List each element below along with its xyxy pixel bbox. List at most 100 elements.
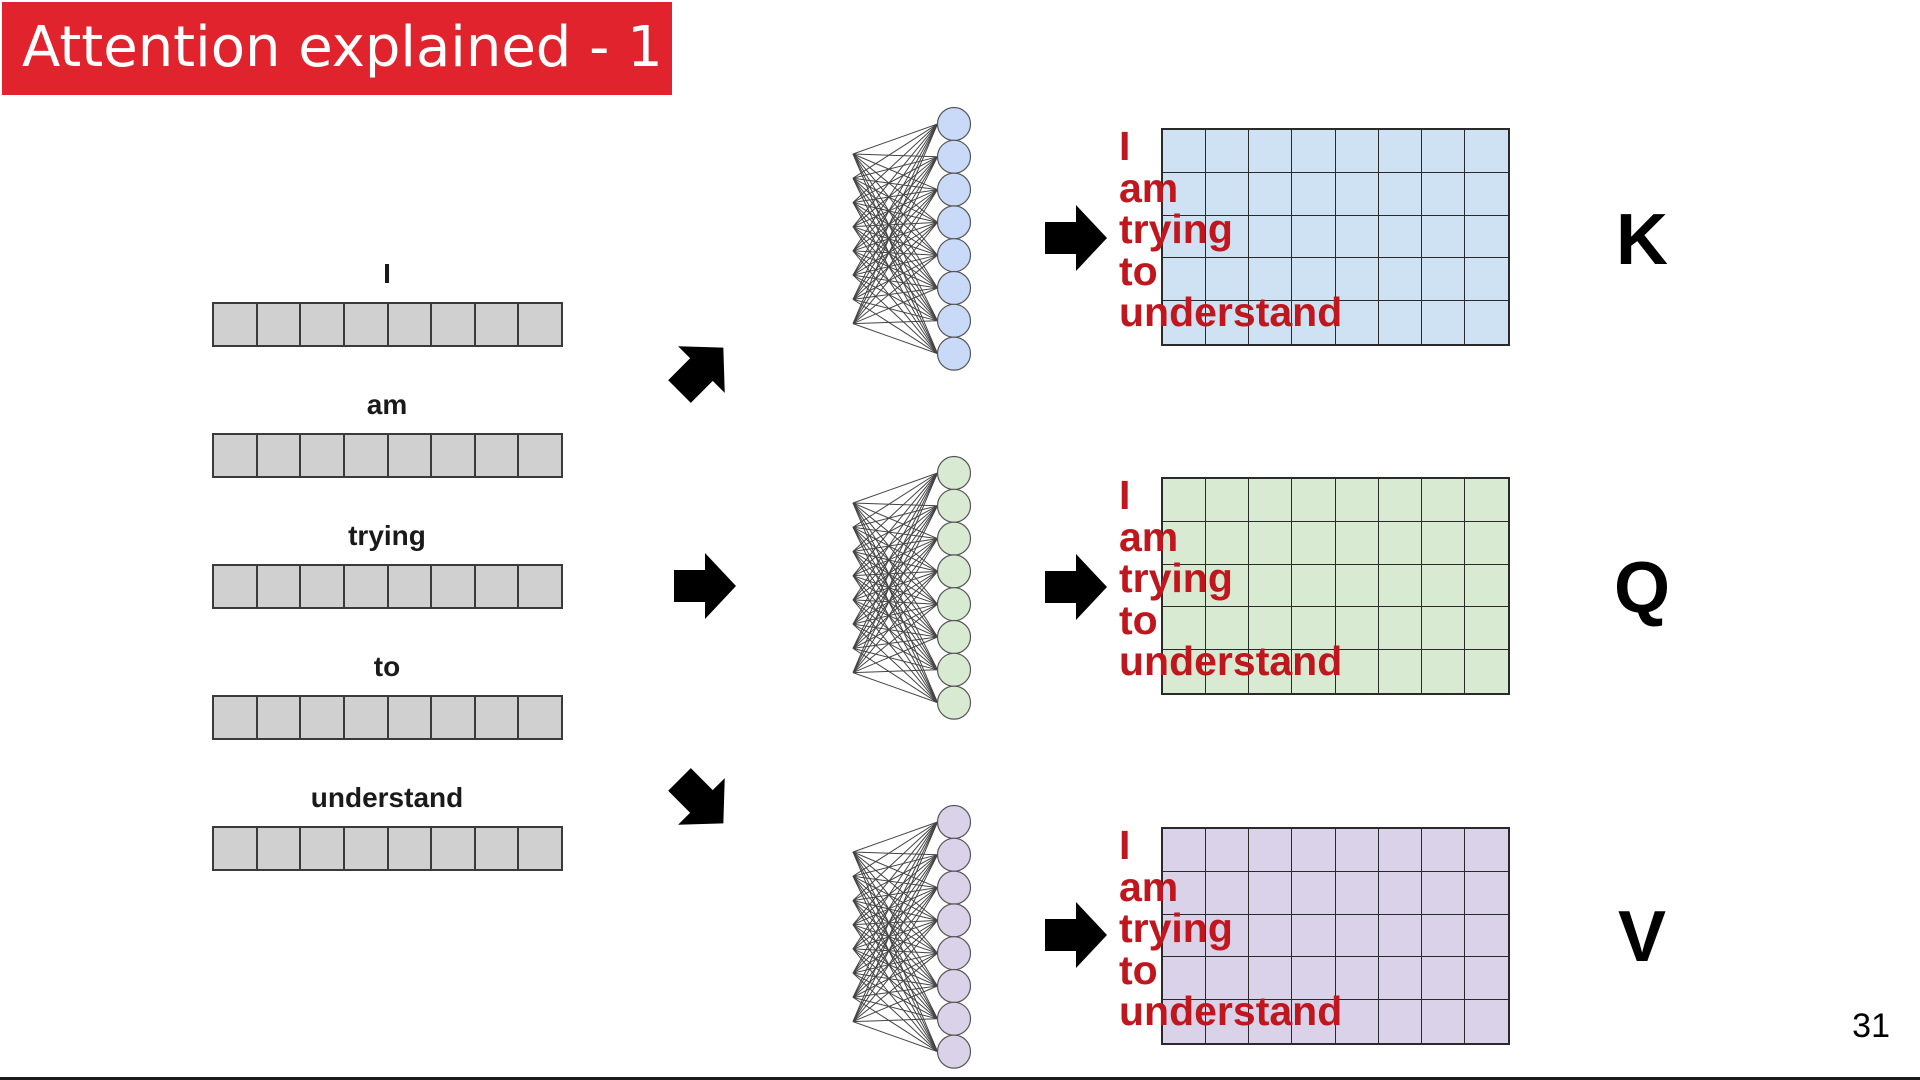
- network-node: [936, 619, 972, 655]
- vector-cell: [214, 435, 258, 476]
- matrix-cell: [1336, 650, 1379, 693]
- matrix-cell: [1249, 607, 1293, 651]
- matrix-cell: [1206, 650, 1250, 693]
- row-label: I: [1119, 123, 1131, 169]
- matrix-cell: [1292, 914, 1336, 958]
- matrix-cell: [1292, 871, 1336, 915]
- matrix-cell: [1465, 1000, 1508, 1043]
- bottom-divider: [0, 1077, 1920, 1080]
- vector-cell: [345, 304, 389, 345]
- matrix-cell: [1292, 650, 1336, 693]
- matrix-cell: [1206, 564, 1250, 608]
- matrix-cell: [1379, 301, 1422, 344]
- matrix-cell: [1335, 871, 1379, 915]
- matrix-cell: [1292, 172, 1336, 216]
- matrix-cell: [1336, 1000, 1379, 1043]
- vector-cell: [301, 304, 345, 345]
- vector-cell: [389, 566, 433, 607]
- matrix-q: [1161, 477, 1510, 695]
- arrow-right-icon: [674, 553, 736, 619]
- vector-cell: [214, 304, 258, 345]
- matrix-cell: [1464, 522, 1508, 565]
- vector-cell: [476, 828, 520, 869]
- row-label: to: [1119, 596, 1158, 643]
- matrix-cell: [1292, 829, 1336, 872]
- matrix-cell: [1464, 479, 1508, 522]
- word-label-0: I: [383, 258, 391, 289]
- matrix-cell: [1292, 301, 1336, 344]
- word-label-4: understand: [310, 782, 464, 813]
- row-label: understand: [1119, 988, 1343, 1034]
- matrix-cell: [1163, 871, 1207, 915]
- vector-cell: [214, 697, 258, 738]
- matrix-cell: [1163, 650, 1207, 693]
- matrix-cell: [1378, 172, 1422, 216]
- matrix-cell: [1206, 172, 1250, 216]
- matrix-cell: [1206, 607, 1250, 651]
- row-label: am: [1119, 164, 1179, 211]
- matrix-label-q: Q: [1613, 548, 1670, 628]
- matrix-cell: [1465, 301, 1508, 344]
- matrix-cell: [1206, 258, 1250, 302]
- network-node: [936, 837, 972, 872]
- matrix-cell: [1378, 607, 1422, 651]
- network-node: [936, 936, 972, 971]
- matrix-cell: [1163, 215, 1207, 259]
- matrix-cell: [1292, 521, 1336, 565]
- network-node: [936, 205, 972, 240]
- matrix-cell: [1249, 301, 1293, 344]
- matrix-cell: [1378, 215, 1422, 259]
- network-connections-q: [852, 472, 938, 704]
- matrix-cell: [1335, 564, 1379, 608]
- matrix-cell: [1421, 871, 1465, 915]
- row-label: am: [1119, 863, 1179, 910]
- matrix-cell: [1422, 650, 1465, 693]
- network-node: [936, 270, 972, 306]
- matrix-cell: [1206, 301, 1250, 344]
- matrix-cell: [1422, 1000, 1465, 1043]
- network-node: [936, 903, 972, 938]
- matrix-cell: [1379, 1000, 1422, 1043]
- matrix-cell: [1421, 130, 1465, 173]
- matrix-cell: [1378, 258, 1422, 302]
- vector-cell: [476, 304, 520, 345]
- matrix-cell: [1421, 215, 1465, 259]
- row-label: am: [1119, 513, 1179, 560]
- matrix-cell: [1249, 172, 1293, 216]
- vector-cell: [476, 435, 520, 476]
- matrix-cell: [1335, 172, 1379, 216]
- vector-cell: [301, 435, 345, 476]
- matrix-cell: [1335, 130, 1379, 173]
- matrix-cell: [1249, 871, 1293, 915]
- word-vector-1: [212, 433, 563, 478]
- matrix-cell: [1163, 829, 1207, 872]
- matrix-cell: [1292, 564, 1336, 608]
- vector-cell: [345, 566, 389, 607]
- matrix-label-v: V: [1617, 897, 1667, 977]
- network-node: [936, 303, 972, 338]
- matrix-cell: [1163, 564, 1207, 608]
- vector-cell: [258, 566, 302, 607]
- matrix-cell: [1206, 521, 1250, 565]
- vector-cell: [345, 435, 389, 476]
- matrix-cell: [1335, 914, 1379, 958]
- matrix-cell: [1335, 957, 1379, 1001]
- title-bar: Attention explained - 1: [2, 2, 672, 95]
- matrix-cell: [1206, 215, 1250, 259]
- network-node: [936, 238, 972, 273]
- network-node: [936, 488, 972, 523]
- slide-title: Attention explained - 1: [22, 15, 663, 80]
- matrix-cell: [1464, 607, 1508, 651]
- matrix-cell: [1249, 914, 1293, 958]
- matrix-cell: [1421, 172, 1465, 216]
- matrix-cell: [1378, 914, 1422, 958]
- matrix-cell: [1292, 215, 1336, 259]
- matrix-cell: [1335, 479, 1379, 522]
- network-node: [936, 336, 972, 371]
- network-node: [936, 139, 972, 174]
- vector-cell: [345, 828, 389, 869]
- matrix-cell: [1421, 829, 1465, 872]
